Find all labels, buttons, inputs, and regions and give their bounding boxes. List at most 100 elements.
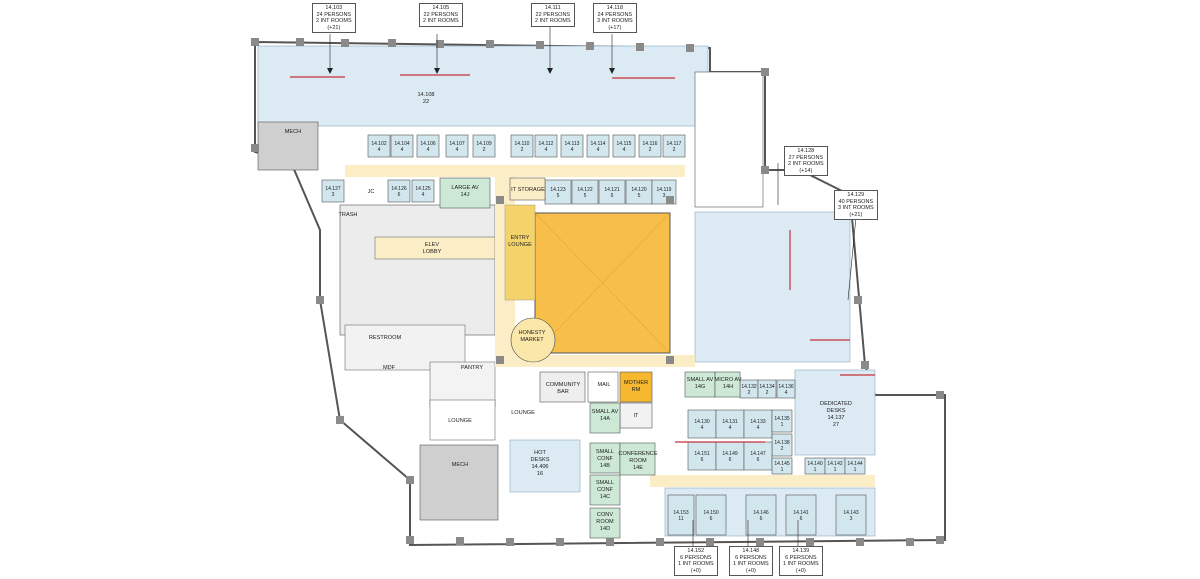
label-lounge-left: LOUNGE [448,418,472,424]
label-honesty-2: MARKET [520,337,544,343]
structural-column [936,536,944,544]
label-conference-3: 14E [633,465,643,471]
label-it-storage: IT STORAGE [511,187,545,193]
office-room-shape [835,494,867,536]
callout-14-118: 14.118 24 PERSONS 3 INT ROOMS (+17) [593,3,637,33]
mech-room-top [257,121,319,171]
core-zones [257,71,764,521]
callout-delta: (+0) [745,567,756,574]
office-room-id: 14.125 [415,186,431,192]
label-pantry: PANTRY [461,365,483,371]
label-restroom: RESTROOM [369,335,402,341]
office-room-id: 14.150 [703,510,719,516]
callout-persons: 27 PERSONS [788,154,824,161]
structural-column [251,144,259,152]
label-it: IT [634,413,640,419]
label-conv-2: ROOM [596,519,614,525]
office-room-id: 14.121 [604,187,620,193]
office-room-capacity: 6 [701,457,704,463]
label-micro-av-1: MICRO AV [715,377,742,383]
office-room-capacity: 1 [834,467,837,473]
callout-14-128: 14.128 27 PERSONS 2 INT ROOMS (+14) [784,146,828,176]
callout-delta: (+0) [795,567,806,574]
label-small-conf-b-1: SMALL [596,449,614,455]
office-room-capacity: 4 [571,147,574,153]
office-room-capacity: 4 [623,147,626,153]
callout-rooms: 3 INT ROOMS [838,205,874,211]
label-micro-av-2: 14H [723,384,733,390]
hot-desk-zone [509,439,581,493]
office-room-id: 14.114 [591,141,606,147]
structural-column [496,196,504,204]
callout-persons: 6 PERSONS [680,554,712,561]
structural-column [706,538,714,546]
office-room-capacity: 3 [332,192,335,198]
office-room-capacity: 6 [398,192,401,198]
callout-id: 14.129 [847,192,865,198]
lounge-left-area [429,399,496,441]
callout-id: 14.111 [544,5,561,11]
office-room-id: 14.144 [847,461,863,467]
office-room-shape [411,179,435,203]
callout-persons: 6 PERSONS [785,554,817,561]
office-room-capacity: 4 [597,147,600,153]
office-room-id: 14.106 [420,141,436,147]
label-trash: TRASH [339,212,358,218]
office-room-capacity: 2 [521,147,524,153]
label-mdf: MDF [383,365,396,371]
west-stair-block [694,71,764,208]
callout-14-129: 14.129 40 PERSONS 3 INT ROOMS (+21) [834,190,878,220]
label-dedicated-2: DESKS [827,408,846,414]
office-room-shape [638,134,662,158]
office-room-shape [625,179,653,205]
callout-delta: (+17) [608,24,622,31]
office-room-capacity: 11 [678,516,683,522]
label-community-2: BAR [557,389,569,395]
office-room-id: 14.151 [694,451,710,457]
office-room-shape [367,134,391,158]
office-room-capacity: 4 [785,390,788,396]
label-dedicated-1: DEDICATED [820,401,852,407]
label-conference-1: CONFERENCE [618,451,657,457]
callout-14-103: 14.103 24 PERSONS 2 INT ROOMS (+21) [312,3,356,33]
callout-id: 14.128 [797,148,815,154]
entry-lounge-area [504,204,536,301]
callout-id: 14.105 [432,5,450,11]
office-room-id: 14.140 [807,461,823,467]
amenity-rooms [429,177,741,539]
leader-lines [329,26,857,546]
office-room-capacity: 6 [710,516,713,522]
structural-columns [251,38,944,546]
structural-column [406,536,414,544]
callout-rooms: 2 INT ROOMS [316,18,352,24]
structural-column [316,296,324,304]
corridor-southeast [650,475,875,487]
office-room-shape [534,134,558,158]
office-room-shape [771,409,793,433]
callout-persons: 40 PERSONS [838,198,874,205]
office-room-shape [757,379,777,399]
atrium-diagonal-2 [534,212,671,354]
structural-column [536,41,544,49]
label-hot-4: 16 [537,471,543,477]
office-room-capacity: 1 [814,467,817,473]
callout-persons: 24 PERSONS [597,11,633,18]
office-room-id: 14.149 [722,451,738,457]
